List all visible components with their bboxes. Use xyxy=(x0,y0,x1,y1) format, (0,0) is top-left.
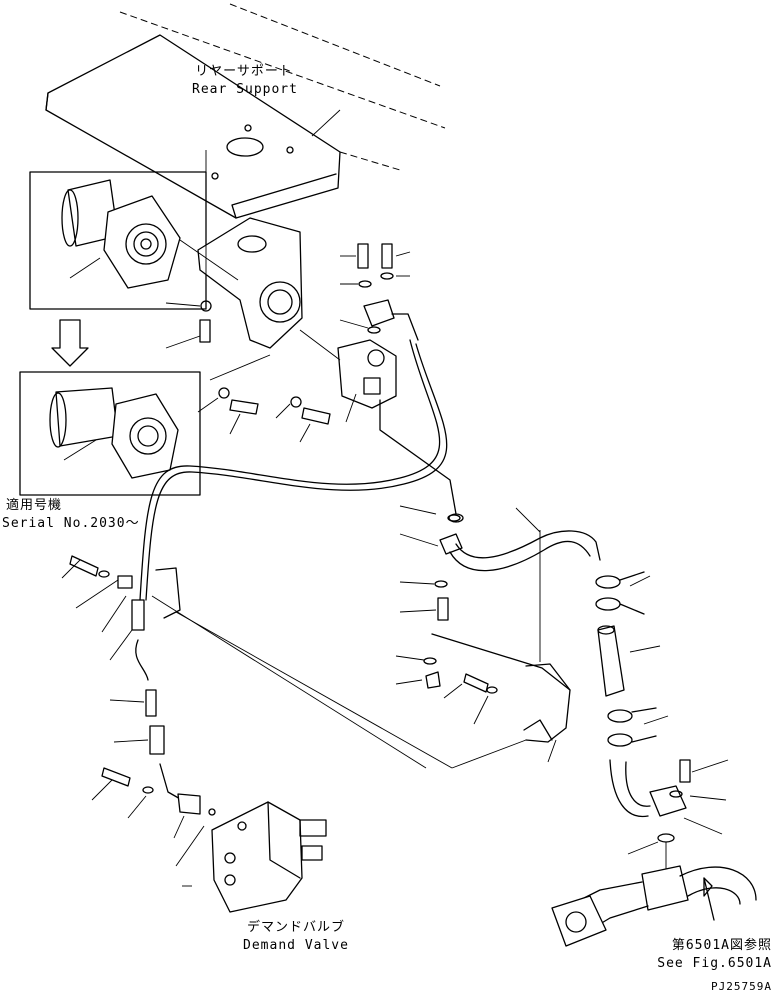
actuator-motor xyxy=(197,329,464,523)
demand-valve-label-jp: デマンドバルブ xyxy=(246,920,345,935)
rear-support-label-en: Rear Support xyxy=(192,82,298,97)
see-fig-label-en: See Fig.6501A xyxy=(657,956,772,971)
drawing-number: PJ25759A xyxy=(711,980,772,993)
rear-support-label-jp: リヤーサポート xyxy=(195,64,293,79)
tube-and-bracket-assembly xyxy=(175,505,601,769)
motor-bracket xyxy=(165,150,303,381)
elbow-pipe xyxy=(551,759,757,947)
top-fittings xyxy=(339,243,419,341)
rear-support-plate xyxy=(45,3,446,219)
motor-detail-boxes xyxy=(19,171,207,496)
detail-leaders xyxy=(179,109,341,281)
demand-valve-label-en: Demand Valve xyxy=(243,938,349,953)
demand-valve xyxy=(175,801,327,913)
see-fig-label-jp: 第6501A図参照 xyxy=(671,938,772,953)
hydraulic-hose xyxy=(69,339,448,769)
serial-label-jp: 適用号機 xyxy=(6,498,63,513)
valve-fittings xyxy=(61,559,201,839)
hose-clamps-and-hose xyxy=(595,571,669,747)
serial-label-en: Serial No.2030～ xyxy=(2,516,140,531)
